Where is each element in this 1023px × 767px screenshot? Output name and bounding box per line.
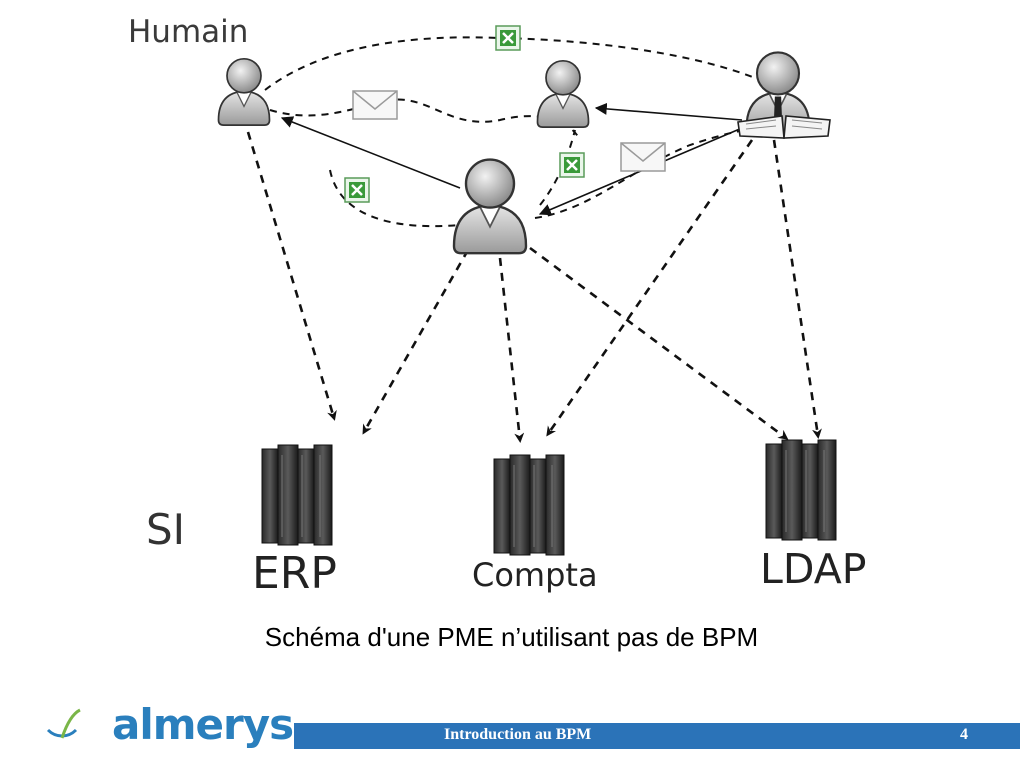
curve-humain-to-center-mail xyxy=(269,98,581,141)
arrow-book-to-compta xyxy=(546,139,754,437)
server-rack-icon xyxy=(765,439,837,541)
spreadsheet-icon xyxy=(343,176,371,204)
server-rack-icon xyxy=(493,454,565,556)
communication-curves xyxy=(264,36,761,228)
spreadsheet-icon xyxy=(494,24,522,52)
label-si: SI xyxy=(146,505,186,554)
page-number: 4 xyxy=(960,726,968,743)
curve-humain-to-manager-top xyxy=(264,36,761,91)
dashed-arrows-to-si xyxy=(246,131,822,443)
arrow-humain-to-erp xyxy=(246,131,337,421)
person-icon xyxy=(536,59,590,128)
curve-humain-to-center-xl xyxy=(329,169,461,228)
email-icon xyxy=(620,142,666,172)
arrow-center-to-humain xyxy=(280,116,461,189)
label-erp: ERP xyxy=(252,548,337,599)
brand-logo: almerys xyxy=(40,700,294,750)
arrow-book-to-middle xyxy=(594,102,743,121)
logo-swoosh-icon xyxy=(46,708,81,739)
label-humain: Humain xyxy=(128,14,249,50)
arrow-center-to-compta xyxy=(498,257,525,443)
person-icon xyxy=(452,158,528,255)
person-icon xyxy=(217,57,271,126)
diagram-caption: Schéma d'une PME n’utilisant pas de BPM xyxy=(264,622,759,652)
brand-name: almerys xyxy=(112,700,294,749)
arrow-center-to-erp xyxy=(362,249,470,435)
email-icon xyxy=(352,90,398,120)
label-ldap: LDAP xyxy=(760,545,867,593)
server-rack-icon xyxy=(261,444,333,546)
open-book-icon xyxy=(737,115,831,139)
arrow-book-to-ldap xyxy=(772,139,822,439)
footer-bar: Introduction au BPM 4 xyxy=(294,723,1020,749)
curve-center-to-book xyxy=(534,127,761,219)
spreadsheet-icon xyxy=(558,151,586,179)
footer-title: Introduction au BPM xyxy=(444,726,592,743)
label-compta: Compta xyxy=(472,556,598,594)
